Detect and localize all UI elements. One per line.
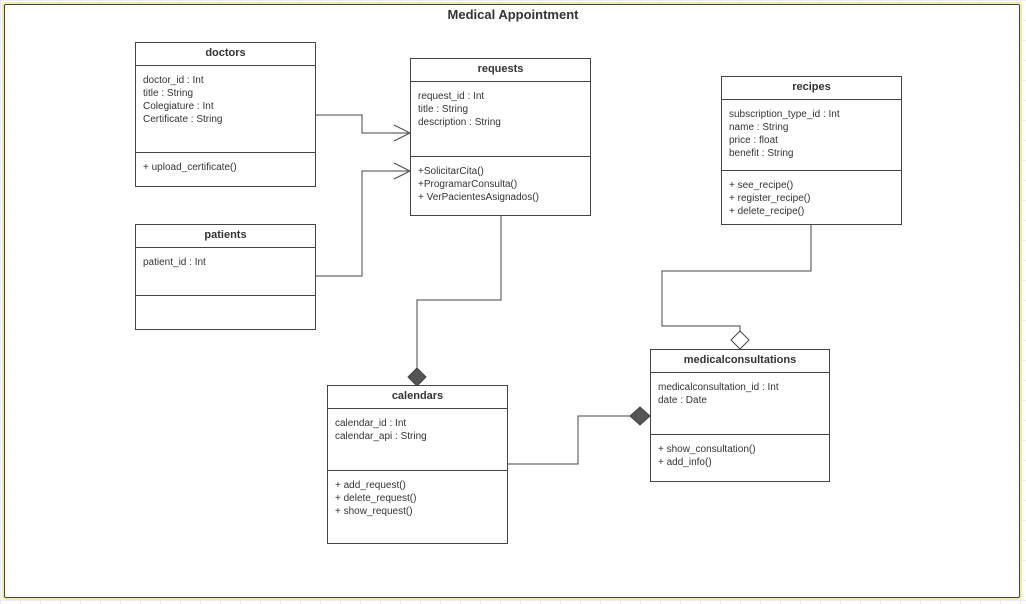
class-recipes-methods: + see_recipe() + register_recipe() + del… [722, 171, 901, 224]
relation-recipes-medicalconsultations [661, 225, 812, 332]
method: + see_recipe() [729, 180, 794, 191]
attribute: date : Date [658, 395, 707, 406]
attribute: Colegiature : Int [143, 101, 214, 112]
class-medicalconsultations-name: medicalconsultations [651, 350, 829, 373]
attribute: description : String [418, 117, 501, 128]
class-recipes-name: recipes [722, 77, 901, 100]
diagram-title: Medical Appointment [447, 7, 579, 22]
attribute: patient_id : Int [143, 257, 206, 268]
class-recipes[interactable]: recipes subscription_type_id : Int name … [721, 76, 902, 225]
class-patients-attributes: patient_id : Int [136, 248, 315, 296]
relation-requests-calendars [416, 216, 502, 368]
method: + add_request() [335, 480, 406, 491]
attribute: title : String [143, 88, 194, 99]
class-patients[interactable]: patients patient_id : Int [135, 224, 316, 330]
class-calendars-name: calendars [328, 386, 507, 409]
attribute: calendar_id : Int [335, 418, 407, 429]
method: + show_consultation() [658, 444, 756, 455]
attribute: medicalconsultation_id : Int [658, 382, 779, 393]
method: + add_info() [658, 457, 712, 468]
relation-doctors-requests [316, 114, 408, 134]
class-medicalconsultations-methods: + show_consultation() + add_info() [651, 435, 829, 481]
class-requests[interactable]: requests request_id : Int title : String… [410, 58, 591, 216]
attribute: subscription_type_id : Int [729, 109, 840, 120]
composition-diamond-calendars [407, 367, 427, 387]
attribute: price : float [729, 135, 778, 146]
attribute: title : String [418, 104, 469, 115]
class-requests-name: requests [411, 59, 590, 82]
attribute: doctor_id : Int [143, 75, 204, 86]
class-calendars-attributes: calendar_id : Int calendar_api : String [328, 409, 507, 471]
aggregation-diamond-medicalconsultations [730, 330, 750, 350]
method: + show_request() [335, 506, 413, 517]
class-medicalconsultations[interactable]: medicalconsultations medicalconsultation… [650, 349, 830, 482]
method: + delete_recipe() [729, 206, 805, 217]
class-doctors-name: doctors [136, 43, 315, 66]
attribute: benefit : String [729, 148, 794, 159]
attribute: Certificate : String [143, 114, 223, 125]
method: +ProgramarConsulta() [418, 179, 518, 190]
class-calendars[interactable]: calendars calendar_id : Int calendar_api… [327, 385, 508, 544]
method: + VerPacientesAsignados() [418, 192, 539, 203]
class-doctors[interactable]: doctors doctor_id : Int title : String C… [135, 42, 316, 187]
composition-diamond-medicalconsultations [629, 406, 651, 426]
method: + register_recipe() [729, 193, 811, 204]
class-requests-attributes: request_id : Int title : String descript… [411, 82, 590, 157]
class-doctors-attributes: doctor_id : Int title : String Colegiatu… [136, 66, 315, 153]
method: + upload_certificate() [143, 162, 237, 173]
class-calendars-methods: + add_request() + delete_request() + sho… [328, 471, 507, 543]
class-medicalconsultations-attributes: medicalconsultation_id : Int date : Date [651, 373, 829, 435]
method: +SolicitarCita() [418, 166, 484, 177]
relation-patients-requests [316, 170, 408, 277]
class-recipes-attributes: subscription_type_id : Int name : String… [722, 100, 901, 171]
attribute: name : String [729, 122, 789, 133]
class-patients-methods [136, 296, 315, 329]
relation-calendars-medicalconsultations [508, 415, 630, 465]
class-patients-name: patients [136, 225, 315, 248]
attribute: request_id : Int [418, 91, 485, 102]
class-requests-methods: +SolicitarCita() +ProgramarConsulta() + … [411, 157, 590, 215]
class-doctors-methods: + upload_certificate() [136, 153, 315, 186]
attribute: calendar_api : String [335, 431, 427, 442]
method: + delete_request() [335, 493, 417, 504]
